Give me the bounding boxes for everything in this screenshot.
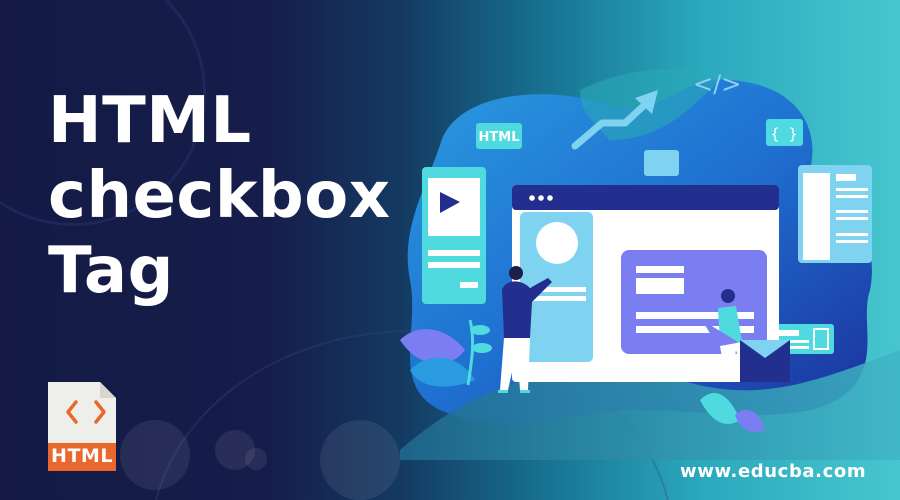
web-development-illustration: </> HTML { } — [400, 69, 900, 460]
svg-text:{ }: { } — [770, 125, 797, 143]
title-line-3: Tag — [48, 234, 174, 308]
html-file-icon: HTML — [48, 382, 116, 471]
svg-text:</>: </> — [693, 70, 741, 98]
title-line-2: checkbox — [48, 159, 391, 233]
bokeh-bubble — [245, 448, 267, 470]
bokeh-bubble — [215, 430, 255, 470]
html-badge: HTML — [479, 130, 520, 145]
bokeh-bubble — [120, 420, 190, 490]
page-title: HTML checkbox Tag — [48, 84, 390, 309]
bokeh-bubble — [320, 420, 400, 500]
site-url[interactable]: www.educba.com — [680, 461, 867, 482]
file-icon-label: HTML — [51, 445, 113, 467]
title-line-1: HTML — [48, 84, 252, 158]
